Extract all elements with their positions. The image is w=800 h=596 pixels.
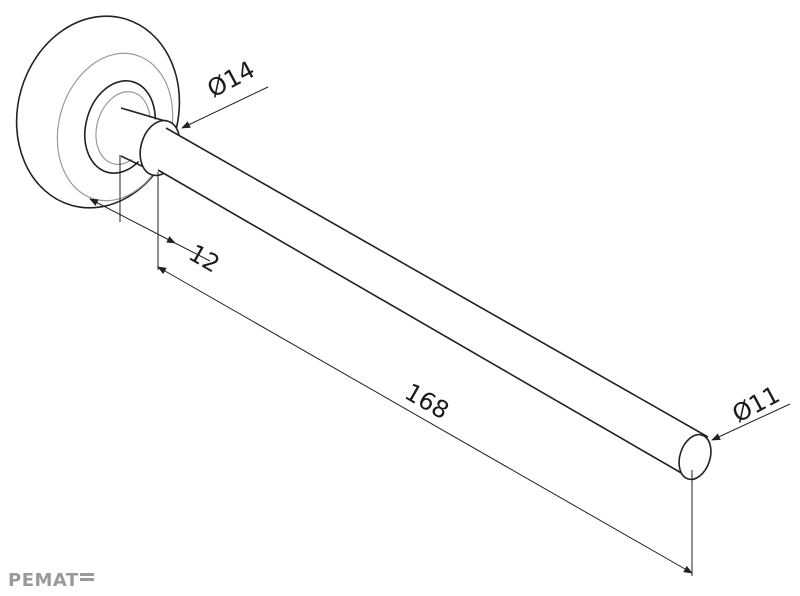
shaft-diameter-label: Ø11 xyxy=(728,380,785,428)
collar-length-label: 12 xyxy=(184,239,224,279)
dimension-shaft-diameter xyxy=(711,403,791,441)
dimension-flange-diameter xyxy=(181,86,269,129)
shaft xyxy=(157,127,712,481)
pemat-logo: PEMAT xyxy=(8,570,94,591)
dimension-collar-length xyxy=(89,155,211,270)
dimension-shaft-length xyxy=(157,266,693,576)
flange-diameter-label: Ø14 xyxy=(203,55,260,103)
logo-text: PEMAT xyxy=(8,570,79,591)
shaft-length-label: 168 xyxy=(400,378,454,425)
logo-bars-icon xyxy=(79,572,94,586)
roller-wheel xyxy=(15,15,181,209)
